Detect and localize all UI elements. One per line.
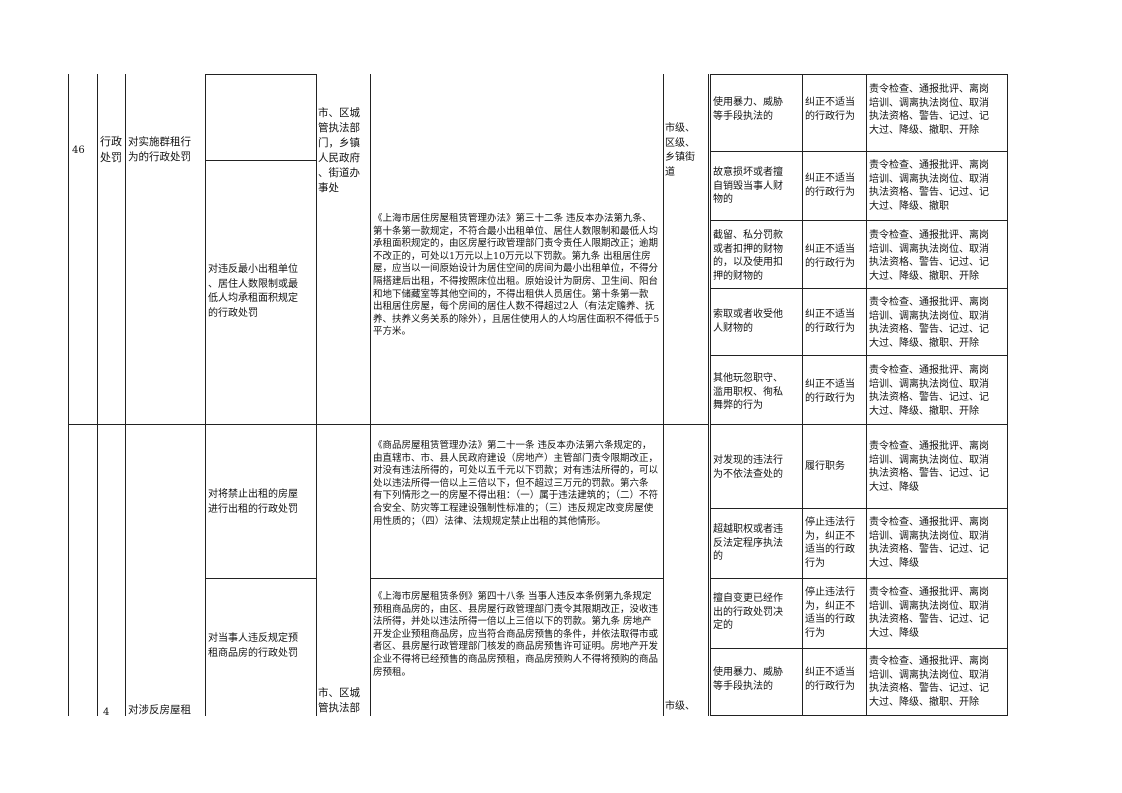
grid-line [710,74,1008,75]
grid-line [97,74,98,716]
grid-line [710,355,1008,356]
grid-line [710,74,711,716]
duty-handling: 责令检查、通报批评、离岗 培训、调离执法岗位、取消 执法资格、警告、记过、记 大… [869,84,989,136]
enforcement-level: 市级、 [665,701,695,712]
duty-situation: 使用暴力、威胁 等手段执法的 [713,97,783,122]
duty-handling: 责令检查、通报批评、离岗 培训、调离执法岗位、取消 执法资格、警告、记过、记 大… [869,656,989,708]
legal-basis: 《上海市房屋租赁条例》第四十八条 当事人违反本条例第九条规定预租商品房的，由区、… [373,591,659,678]
duty-situation: 擅自变更已经作 出的行政处罚决 定的 [713,593,783,631]
grid-line [205,74,316,75]
duty-handling: 责令检查、通报批评、离岗 培训、调离执法岗位、取消 执法资格、警告、记过、记 大… [869,365,989,417]
row-title: 对实施群租行 为的行政处罚 [128,136,191,163]
grid-line [710,648,1008,649]
duty-type: 停止违法行 为，纠正不 适当的行政 行为 [805,517,855,569]
row-title: 对涉反房屋租 [128,704,191,716]
duty-type: 纠正不适当 的行政行为 [805,379,855,404]
duty-type: 纠正不适当 的行政行为 [805,309,855,334]
duty-type: 纠正不适当 的行政行为 [805,667,855,692]
grid-line [68,424,709,425]
row-category: 行政 处罚 [100,135,122,164]
duty-situation: 超越职权或者违 反法定程序执法 的 [713,524,783,562]
legal-basis: 《商品房屋租赁管理办法》第二十一条 违反本办法第六条规定的，由直辖市、市、县人民… [373,440,659,527]
duty-type: 纠正不适当 的行政行为 [805,173,855,198]
duty-situation: 截留、私分罚款 或者扣押的财物 的，以及使用扣 押的财物的 [713,230,783,282]
duty-handling: 责令检查、通报批评、离岗 培训、调离执法岗位、取消 执法资格、警告、记过、记 大… [869,587,989,639]
duty-type: 停止违法行 为，纠正不 适当的行政 行为 [805,587,855,639]
grid-line [316,74,317,716]
grid-line [802,74,803,716]
grid-line [866,74,867,716]
grid-line [708,74,709,716]
grid-line [1007,74,1008,716]
grid-line [710,151,1008,152]
enforcement-department: 市、区城 管执法部 [318,687,360,714]
legal-basis: 《上海市居住房屋租赁管理办法》第三十二条 违反本办法第九条、第十条第一款规定，不… [373,213,660,338]
enforcement-level: 市级、 区级、 乡镇街 道 [665,123,695,178]
duty-situation: 其他玩忽职守、 滥用职权、徇私 舞弊的行为 [713,373,783,411]
grid-line [370,74,371,716]
duty-handling: 责令检查、通报批评、离岗 培训、调离执法岗位、取消 执法资格、警告、记过、记 大… [869,160,989,212]
row-number: 4 [103,707,110,716]
duty-handling: 责令检查、通报批评、离岗 培训、调离执法岗位、取消 执法资格、警告、记过、记 大… [869,297,989,349]
duty-situation: 对发现的违法行 为不依法查处的 [713,455,783,480]
grid-line [710,715,1008,716]
grid-line [710,578,1008,579]
grid-line [205,578,316,579]
sub-item-title: 对将禁止出租的房屋 进行出租的行政处罚 [208,489,298,515]
duty-situation: 使用暴力、威胁 等手段执法的 [713,667,783,692]
grid-line [205,74,206,716]
grid-line [710,220,1008,221]
sub-item-title: 对当事人违反规定预 租商品房的行政处罚 [208,633,298,659]
grid-line [710,508,1008,509]
grid-line [710,288,1008,289]
grid-line [125,74,126,716]
sub-item-title: 对违反最小出租单位 、居住人数限制或最 低人均承租面积规定 的行政处罚 [208,264,298,319]
row-number: 46 [72,145,85,156]
grid-line [370,578,663,579]
duty-type: 纠正不适当 的行政行为 [805,244,855,269]
grid-line [68,74,69,716]
duty-situation: 索取或者收受他 人财物的 [713,309,783,334]
duty-handling: 责令检查、通报批评、离岗 培训、调离执法岗位、取消 执法资格、警告、记过、记 大… [869,517,989,569]
grid-line [205,160,316,161]
grid-line [663,74,664,716]
grid-line [710,424,1008,425]
duty-type: 履行职务 [805,461,845,472]
duty-handling: 责令检查、通报批评、离岗 培训、调离执法岗位、取消 执法资格、警告、记过、记 大… [869,230,989,282]
duty-type: 纠正不适当 的行政行为 [805,97,855,122]
enforcement-department: 市、区城 管执法部 门，乡镇 人民政府 、街道办 事处 [318,107,360,194]
duty-handling: 责令检查、通报批评、离岗 培训、调离执法岗位、取消 执法资格、警告、记过、记 大… [869,441,989,493]
duty-situation: 故意损坏或者擅 自销毁当事人财 物的 [713,167,783,205]
